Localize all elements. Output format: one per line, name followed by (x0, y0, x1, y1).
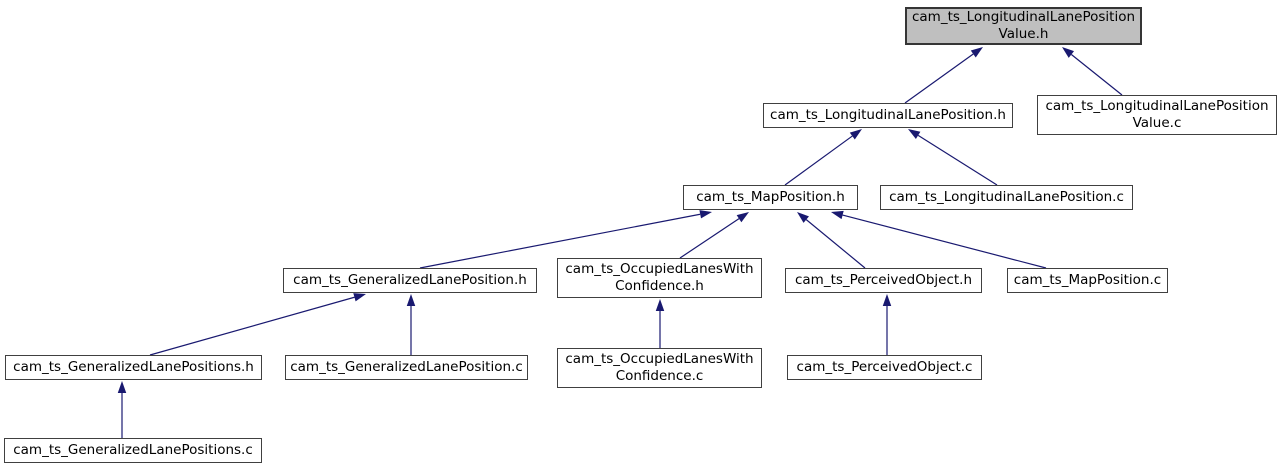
node-label-line: cam_ts_LongitudinalLanePosition (911, 9, 1136, 25)
edge-arrowhead-map_h-llp_h (849, 129, 862, 140)
edge-line-llp_c-llp_h (917, 134, 998, 186)
edge-arrowhead-glps_h-glp_h (353, 293, 366, 302)
edge-line-map_h-llp_h (784, 135, 853, 186)
edge-line-value_c-value_h (1070, 54, 1123, 96)
graph-node-glp_c[interactable]: cam_ts_GeneralizedLanePosition.c (285, 355, 528, 380)
graph-node-po_c[interactable]: cam_ts_PerceivedObject.c (787, 355, 982, 380)
node-label-line: cam_ts_PerceivedObject.c (796, 359, 973, 375)
node-label-line: Value.c (1132, 115, 1182, 131)
node-label-line: Value.h (998, 26, 1049, 42)
node-label-line: cam_ts_PerceivedObject.h (794, 272, 973, 288)
graph-node-map_h[interactable]: cam_ts_MapPosition.h (683, 185, 858, 210)
edge-line-glp_h-map_h (419, 213, 701, 269)
node-label-line: cam_ts_GeneralizedLanePosition.h (293, 272, 527, 288)
graph-node-map_c[interactable]: cam_ts_MapPosition.c (1007, 268, 1168, 293)
edge-line-llp_h-value_h (904, 53, 974, 104)
node-label-line: cam_ts_MapPosition.h (696, 189, 845, 205)
edge-arrowhead-glp_c-glp_h (406, 294, 416, 306)
edge-line-map_c-map_h (842, 214, 1047, 269)
node-label-line: cam_ts_LongitudinalLanePosition.h (770, 107, 1006, 123)
node-label-line: Confidence.c (615, 368, 704, 384)
graph-node-po_h[interactable]: cam_ts_PerceivedObject.h (785, 268, 982, 293)
node-label-line: cam_ts_GeneralizedLanePositions.h (13, 359, 254, 375)
edge-arrowhead-glps_c-glps_h (117, 381, 127, 393)
edge-arrowhead-po_h-map_h (797, 212, 809, 223)
graph-node-glp_h[interactable]: cam_ts_GeneralizedLanePosition.h (283, 268, 537, 293)
edge-line-olwc_h-map_h (679, 218, 740, 259)
edge-line-glps_h-glp_h (149, 296, 355, 356)
edge-arrowhead-map_c-map_h (831, 210, 844, 220)
node-label-line: cam_ts_GeneralizedLanePositions.c (13, 442, 253, 458)
graph-node-llp_c[interactable]: cam_ts_LongitudinalLanePosition.c (880, 185, 1133, 210)
edge-arrowhead-value_c-value_h (1062, 47, 1075, 58)
edge-arrowhead-llp_h-value_h (970, 47, 983, 58)
graph-node-llp_h[interactable]: cam_ts_LongitudinalLanePosition.h (763, 103, 1013, 128)
edge-arrowhead-po_c-po_h (882, 294, 892, 306)
edge-arrowhead-glp_h-map_h (699, 210, 712, 219)
node-label-line: cam_ts_LongitudinalLanePosition.c (889, 189, 1124, 205)
edge-arrowhead-olwc_h-map_h (736, 212, 749, 223)
edge-arrowhead-llp_c-llp_h (908, 129, 921, 139)
graph-node-glps_h[interactable]: cam_ts_GeneralizedLanePositions.h (5, 355, 262, 380)
node-label-line: cam_ts_LongitudinalLanePosition (1045, 98, 1269, 114)
node-label-line: cam_ts_GeneralizedLanePosition.c (290, 359, 523, 375)
node-label-line: cam_ts_OccupiedLanesWith (565, 261, 754, 277)
node-label-line: cam_ts_OccupiedLanesWith (565, 351, 754, 367)
edge-arrowhead-olwc_c-olwc_h (655, 299, 665, 311)
graph-node-glps_c[interactable]: cam_ts_GeneralizedLanePositions.c (4, 438, 262, 463)
edge-line-po_h-map_h (805, 219, 866, 269)
node-label-line: Confidence.h (615, 278, 704, 294)
node-label-line: cam_ts_MapPosition.c (1013, 272, 1162, 288)
